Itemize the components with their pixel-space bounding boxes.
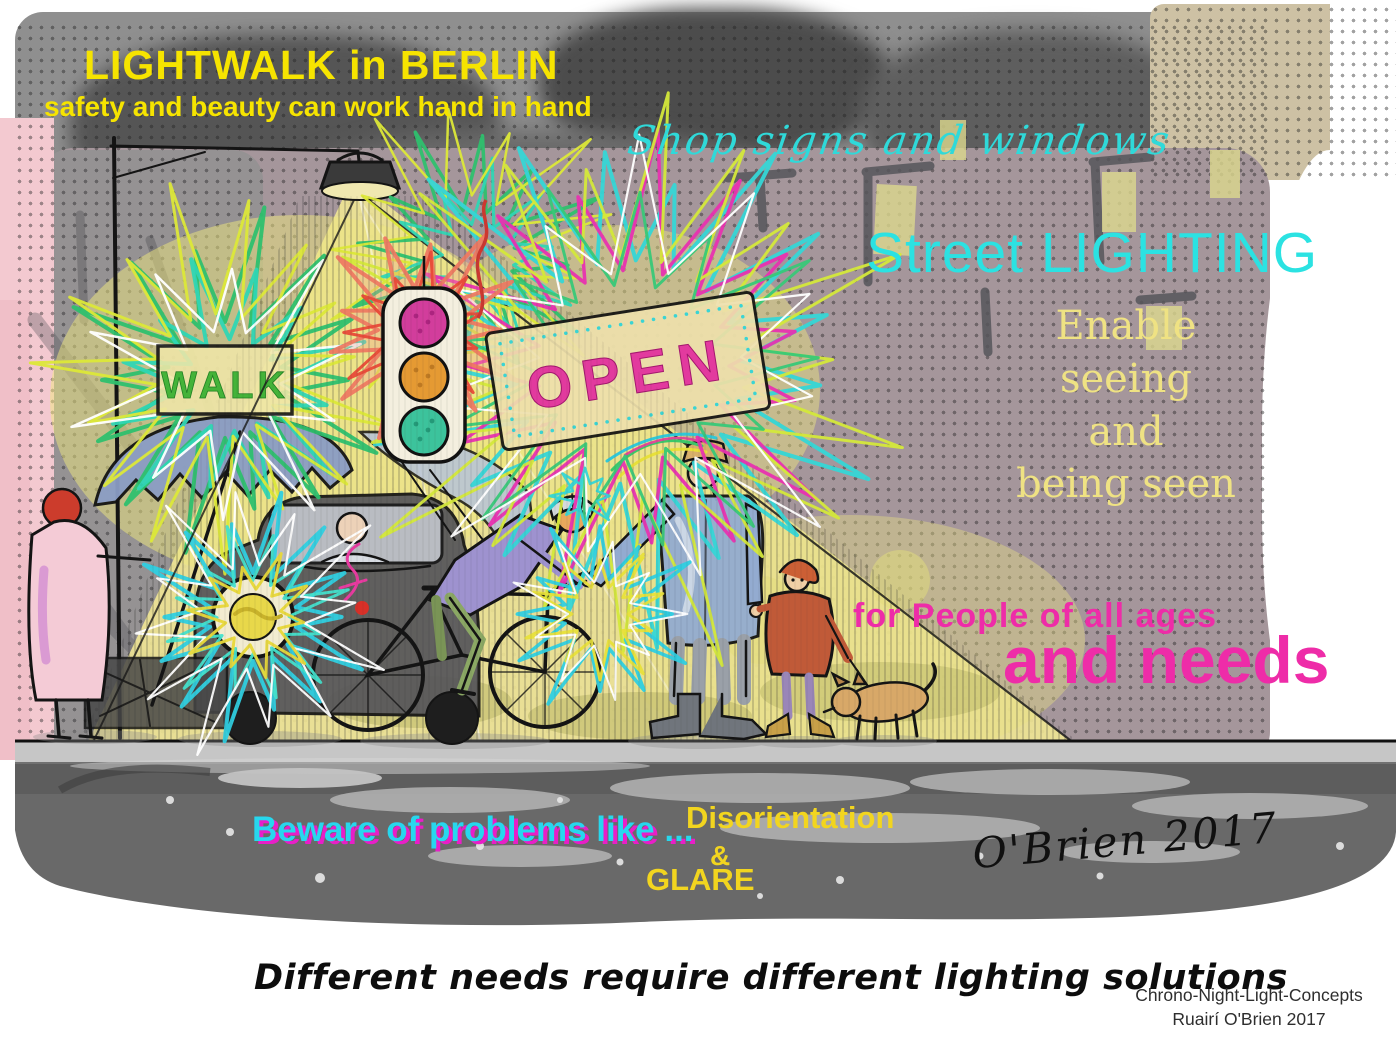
artwork-title: LIGHTWALK in BERLIN: [84, 42, 559, 88]
enable-line: being seen: [1016, 461, 1236, 508]
label-shop-signs: Shop signs and windows: [624, 118, 1174, 164]
enable-line: seeing: [1059, 355, 1193, 402]
road: [15, 739, 1396, 926]
label-disorientation: Disorientation: [686, 800, 895, 835]
label-ampersand: &: [710, 840, 731, 871]
window-lights: [873, 120, 1240, 350]
label-enable-seeing: Enable seeing and being seen: [1010, 300, 1242, 511]
label-beware: Beware of problems like ...: [252, 810, 694, 849]
pink-edge-wash: [0, 300, 30, 760]
enable-line: and: [1088, 408, 1164, 455]
artwork-subtitle: safety and beauty can work hand in hand: [44, 91, 592, 122]
label-glare: GLARE: [646, 862, 755, 897]
label-street-lighting: Street LIGHTING: [866, 221, 1319, 285]
street-lamp: [109, 136, 402, 740]
label-for-people: for People of all ages: [853, 597, 1217, 635]
rain-overlay: [82, 196, 1078, 742]
credit-line: Chrono-Night-Light-Concepts: [1135, 985, 1363, 1005]
credit-line: Ruairí O'Brien 2017: [1172, 1008, 1326, 1029]
enable-line: Enable: [1055, 303, 1197, 349]
footer-caption: Different needs require different lighti…: [254, 958, 1288, 998]
footer-credits: Chrono-Night-Light-Concepts Ruairí O'Bri…: [1118, 984, 1380, 1031]
label-and-needs: and needs: [1003, 623, 1330, 697]
